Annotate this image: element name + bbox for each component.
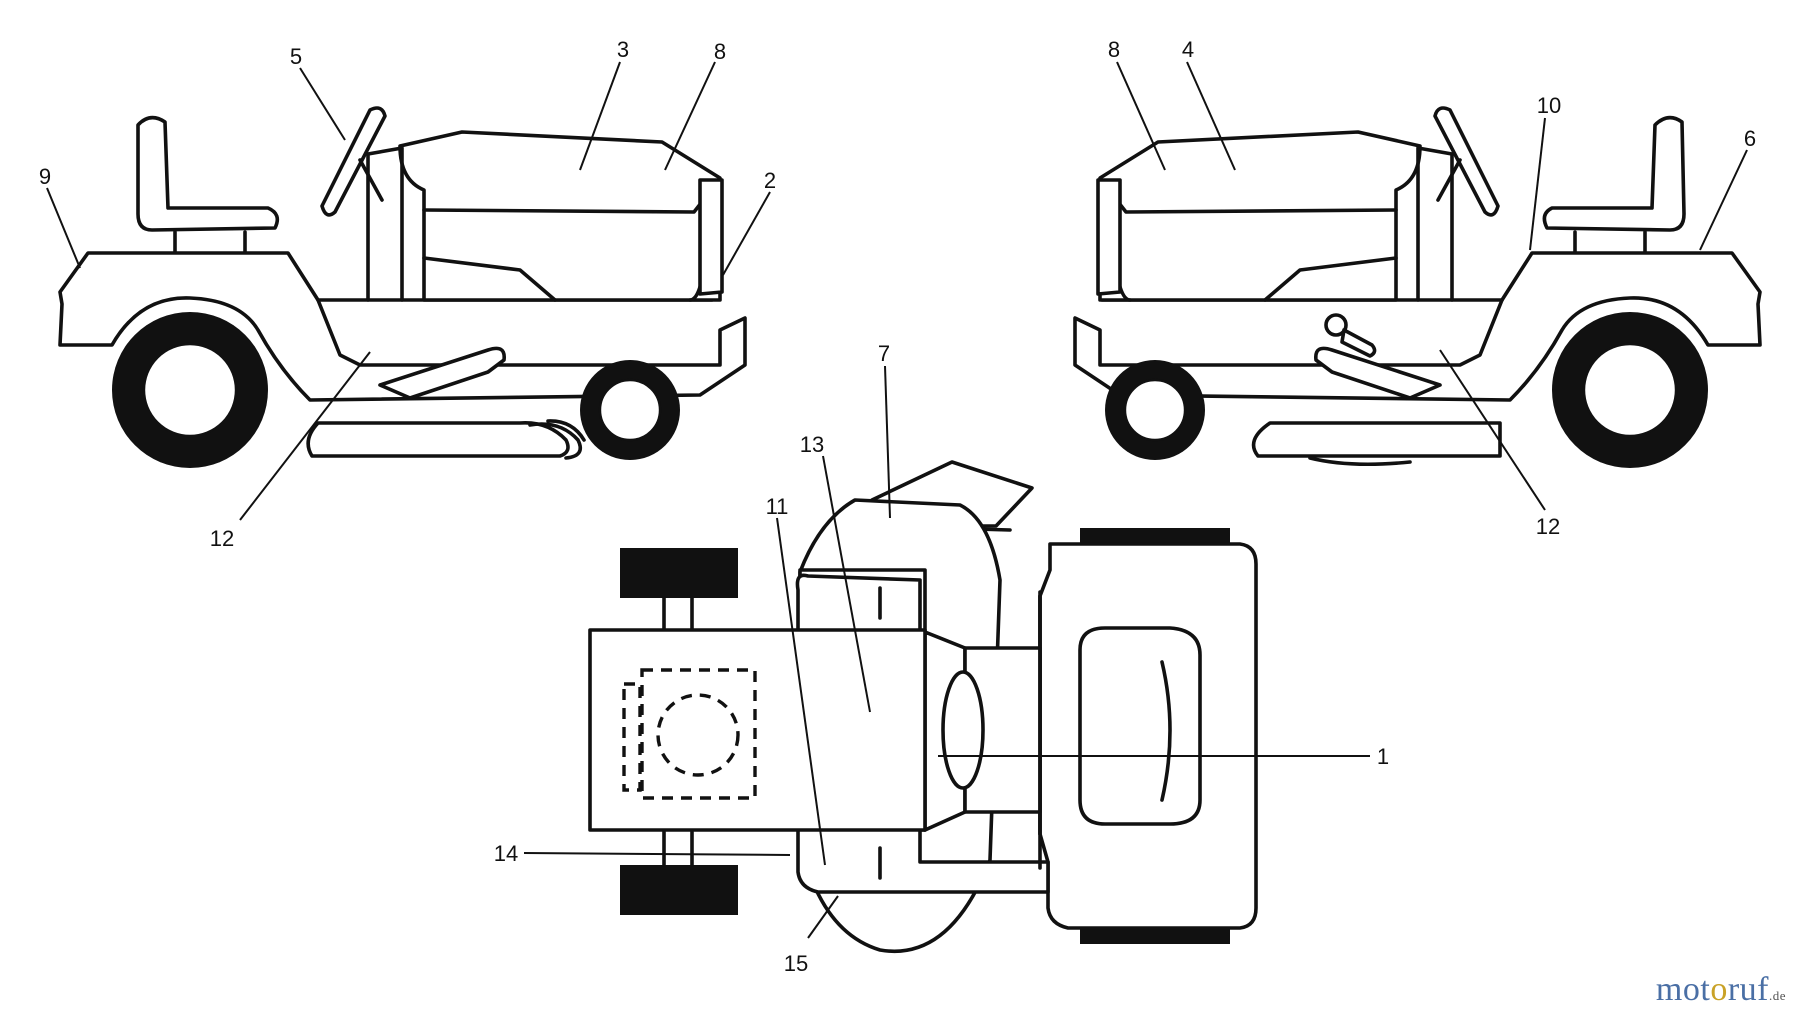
callout-7: 7	[878, 341, 890, 366]
hood-oval	[1078, 626, 1202, 826]
watermark-part-3: ruf	[1727, 971, 1769, 1008]
rear-fender-right	[1073, 251, 1762, 402]
callout-3: 3	[617, 37, 629, 62]
rear-rim-left	[142, 342, 238, 438]
mower-deck-right	[1251, 421, 1502, 458]
grille-left	[698, 178, 724, 296]
mower-deck-left	[306, 421, 570, 458]
seat-deck-top	[588, 628, 927, 832]
front-rim-right	[1123, 378, 1187, 442]
seat-right	[1542, 115, 1686, 232]
callout-14: 14	[494, 841, 518, 866]
watermark-part-1: mot	[1655, 971, 1711, 1008]
callout-4: 4	[1182, 37, 1194, 62]
watermark-part-2: o	[1710, 971, 1728, 1008]
front-rim-left	[598, 378, 662, 442]
seat-cushion-dashed	[656, 693, 740, 777]
grille-right	[1096, 178, 1122, 296]
callout-15: 15	[784, 951, 808, 976]
steering-wheel-right	[1433, 106, 1500, 217]
leader-lines	[46, 61, 1748, 939]
tractor-right-side-view	[1073, 106, 1762, 468]
lift-lever-knob	[1324, 313, 1348, 337]
rear-wheel-top-left	[620, 548, 738, 598]
callout-labels: 1 2 3 4 5 6 7 8 8 9 10 11 12 12 13 14 15	[39, 37, 1756, 976]
foot-pedal-left	[378, 346, 506, 400]
callout-9: 9	[39, 164, 51, 189]
front-wheel-top	[1080, 528, 1230, 544]
callout-1: 1	[1377, 744, 1389, 769]
steering-wheel-left	[320, 106, 387, 217]
watermark-logo: motoruf.de	[1656, 971, 1786, 1009]
callout-10: 10	[1537, 93, 1561, 118]
callout-13: 13	[800, 432, 824, 457]
foot-pedal-right	[1314, 346, 1442, 400]
seat-left	[136, 115, 280, 232]
watermark-suffix: .de	[1768, 988, 1786, 1003]
callout-8-left: 8	[714, 39, 726, 64]
callout-12-left: 12	[210, 526, 234, 551]
rear-rim-right	[1582, 342, 1678, 438]
front-wheel-bottom	[1080, 928, 1230, 944]
callout-5: 5	[290, 44, 302, 69]
callout-12-right: 12	[1536, 514, 1560, 539]
callout-6: 6	[1744, 126, 1756, 151]
tractor-left-side-view	[58, 106, 747, 468]
tractor-top-view	[588, 460, 1258, 953]
callout-8-right: 8	[1108, 37, 1120, 62]
steering-wheel-top	[941, 670, 985, 790]
hood-right	[1098, 130, 1422, 302]
callout-11: 11	[766, 494, 789, 519]
rear-fender-left	[58, 251, 747, 402]
callout-2: 2	[764, 168, 776, 193]
rear-wheel-bottom-left	[620, 865, 738, 915]
